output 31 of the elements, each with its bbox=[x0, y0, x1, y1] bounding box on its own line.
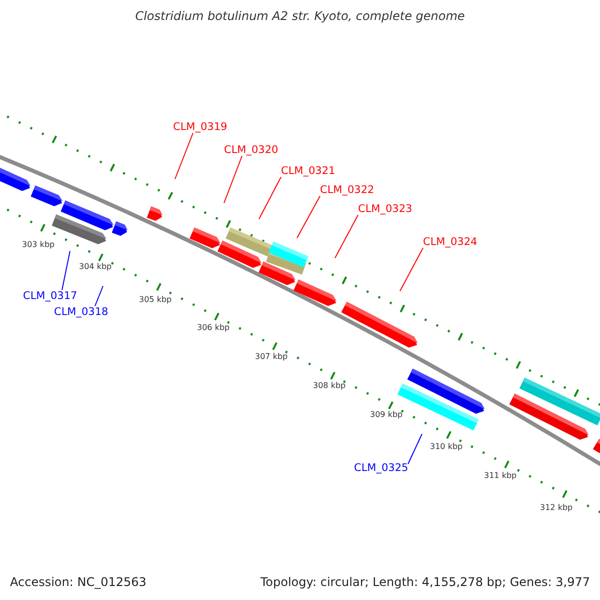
leader-line bbox=[400, 248, 424, 292]
footer-text: Topology: circular; Length: 4,155,278 bp; Genes: 3,977 bbox=[260, 575, 590, 589]
leader-line bbox=[174, 132, 194, 180]
gene-label: CLM_0319 bbox=[173, 121, 228, 133]
gene-label: CLM_0320 bbox=[224, 144, 278, 156]
gene-label: CLM_0324 bbox=[423, 236, 478, 248]
gene-label: CLM_0321 bbox=[281, 165, 336, 177]
gene-label: CLM_0318 bbox=[54, 306, 108, 318]
scale-label: 309 kbp bbox=[370, 410, 403, 419]
leader-line bbox=[296, 196, 320, 238]
gene-label: CLM_0325 bbox=[354, 462, 408, 474]
scale-label: 312 kbp bbox=[540, 503, 573, 512]
gene-label: CLM_0317 bbox=[23, 290, 78, 302]
scale-label: 306 kbp bbox=[197, 323, 230, 332]
scale-label: 311 kbp bbox=[484, 471, 517, 480]
scale-label: 307 kbp bbox=[255, 352, 288, 361]
leader-line bbox=[62, 250, 70, 290]
leader-line bbox=[224, 156, 242, 204]
leader-line bbox=[94, 286, 104, 306]
title: Clostridium botulinum A2 str. Kyoto, complete genome bbox=[134, 9, 466, 23]
gene-label: CLM_0322 bbox=[320, 184, 374, 196]
scale-label: 303 kbp bbox=[22, 240, 55, 249]
leader-line bbox=[334, 214, 358, 258]
scale-label: 304 kbp bbox=[79, 262, 112, 271]
scale-label: 310 kbp bbox=[430, 442, 463, 451]
leader-line bbox=[258, 176, 282, 220]
gene-label: CLM_0323 bbox=[358, 203, 412, 215]
scale-label: 305 kbp bbox=[139, 295, 172, 304]
scale-label: 308 kbp bbox=[313, 381, 346, 390]
footer-text: Accession: NC_012563 bbox=[10, 575, 146, 589]
leader-line bbox=[408, 434, 422, 464]
